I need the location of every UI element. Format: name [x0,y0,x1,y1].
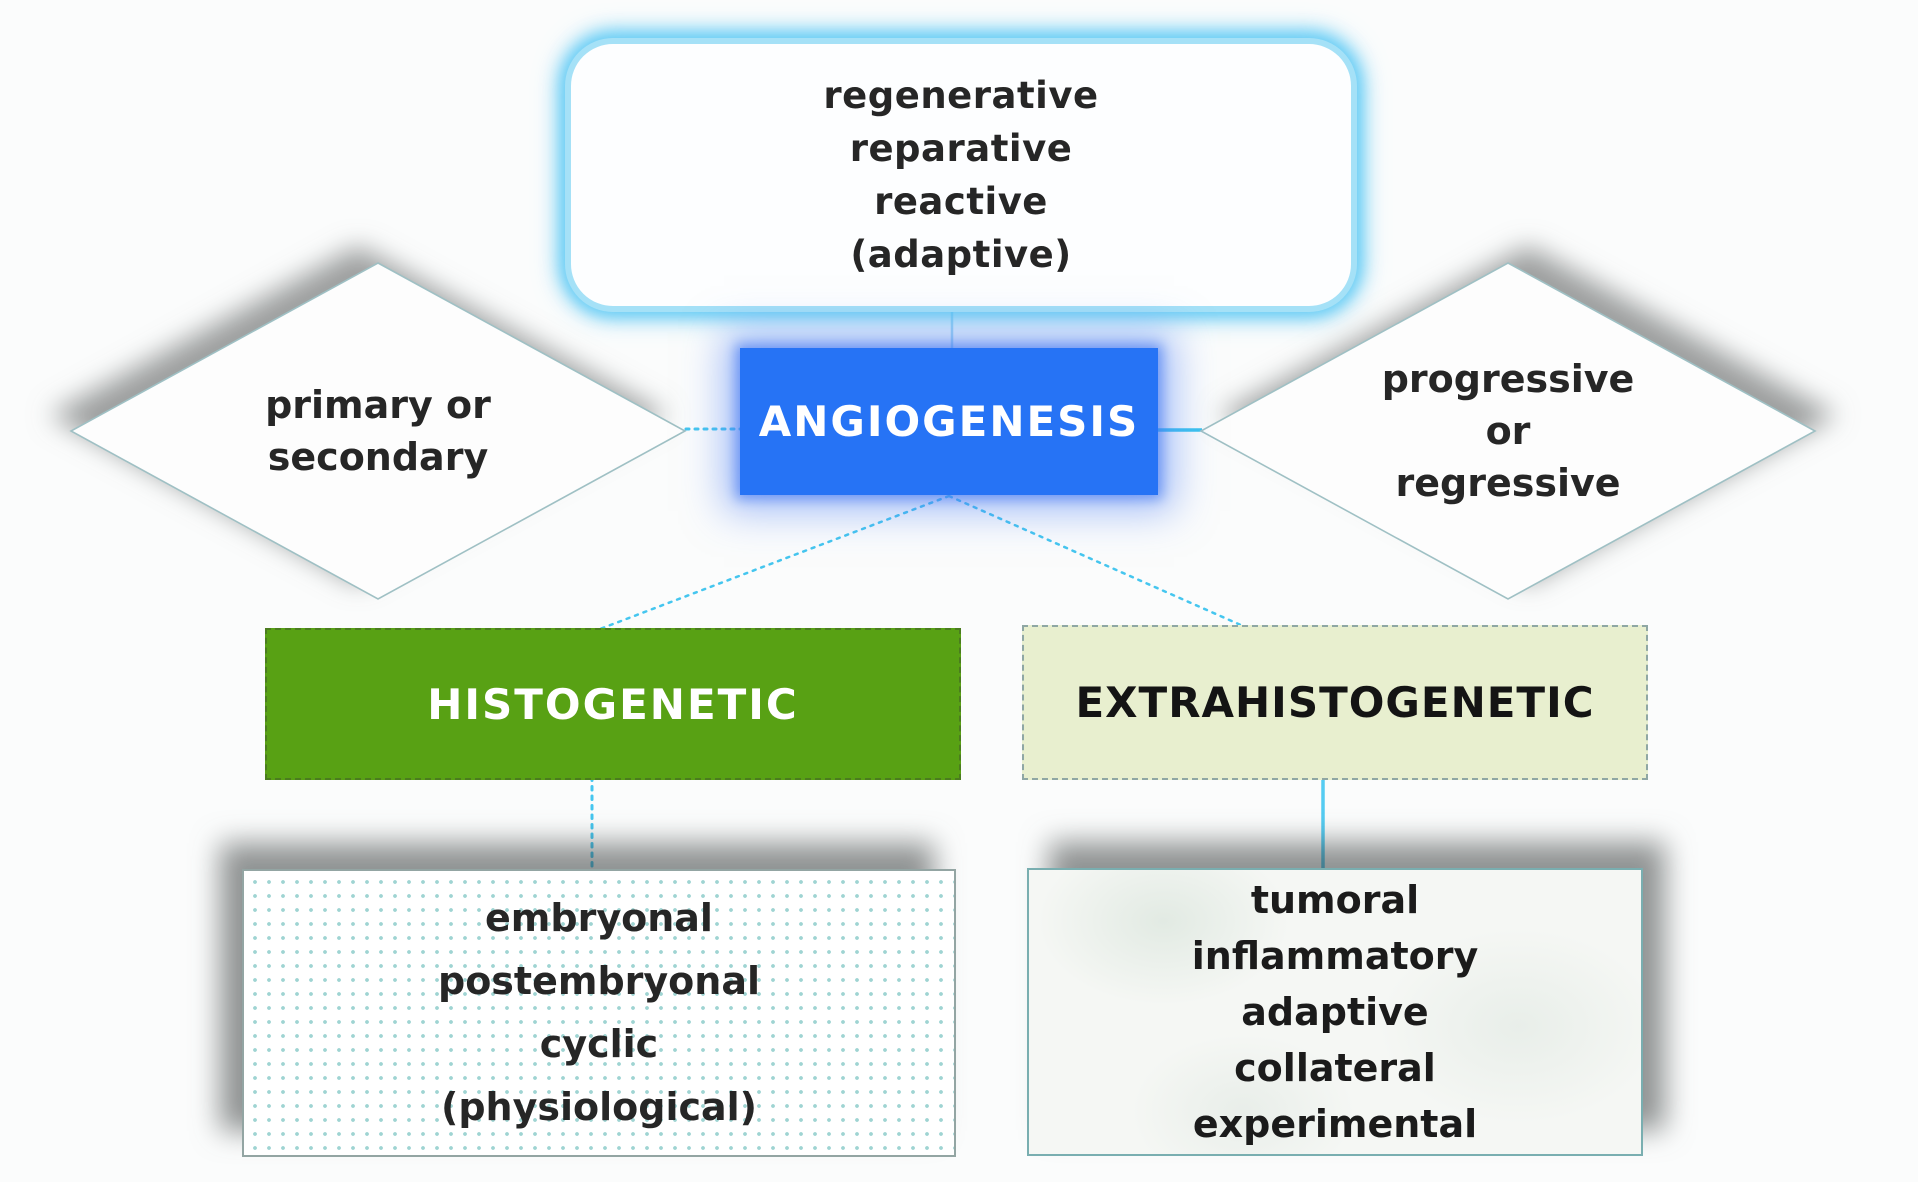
primary-secondary-diamond [66,258,690,604]
adaptive-forms-line: (adaptive) [850,233,1072,276]
diamond-line: primary or [265,383,491,427]
angiogenesis-node: ANGIOGENESIS [740,348,1158,495]
progressive-regressive-label: progressive or regressive [1196,258,1820,604]
connector-center-histogenetic [598,494,951,631]
histogenetic-types-box: embryonal postembryonal cyclic (physiolo… [242,869,956,1157]
diamond-line: progressive [1381,357,1635,401]
histogenetic-type: cyclic [539,1022,659,1066]
diamond-line: regressive [1395,461,1621,505]
histogenetic-label: HISTOGENETIC [427,679,799,729]
extrahistogenetic-type: inflammatory [1191,934,1479,978]
extrahistogenetic-box: EXTRAHISTOGENETIC [1022,625,1648,780]
diamond-shape [1199,262,1817,600]
extrahistogenetic-type: experimental [1192,1102,1478,1146]
extrahistogenetic-type: collateral [1234,1046,1436,1090]
histogenetic-box: HISTOGENETIC [265,628,961,780]
extrahistogenetic-label: EXTRAHISTOGENETIC [1075,678,1595,727]
adaptive-forms-line: reparative [849,127,1073,170]
primary-secondary-label: primary or secondary [66,258,690,604]
diamond-line: secondary [267,435,489,479]
extrahistogenetic-types-box: tumoral inflammatory adaptive collateral… [1027,868,1643,1156]
adaptive-forms-line: reactive [874,180,1048,223]
extrahistogenetic-type: adaptive [1241,990,1429,1034]
adaptive-forms-line: regenerative [823,74,1099,117]
histogenetic-type: postembryonal [438,959,760,1003]
diamond-line: or [1485,409,1531,453]
connector-center-extrahistogenetic [947,494,1245,628]
histogenetic-type: embryonal [485,896,713,940]
histogenetic-type: (physiological) [440,1085,758,1129]
extrahistogenetic-type: tumoral [1250,878,1420,922]
angiogenesis-label: ANGIOGENESIS [758,397,1140,446]
diamond-shape [69,262,687,600]
adaptive-forms-box: regenerative reparative reactive (adapti… [565,38,1357,312]
progressive-regressive-diamond [1196,258,1820,604]
